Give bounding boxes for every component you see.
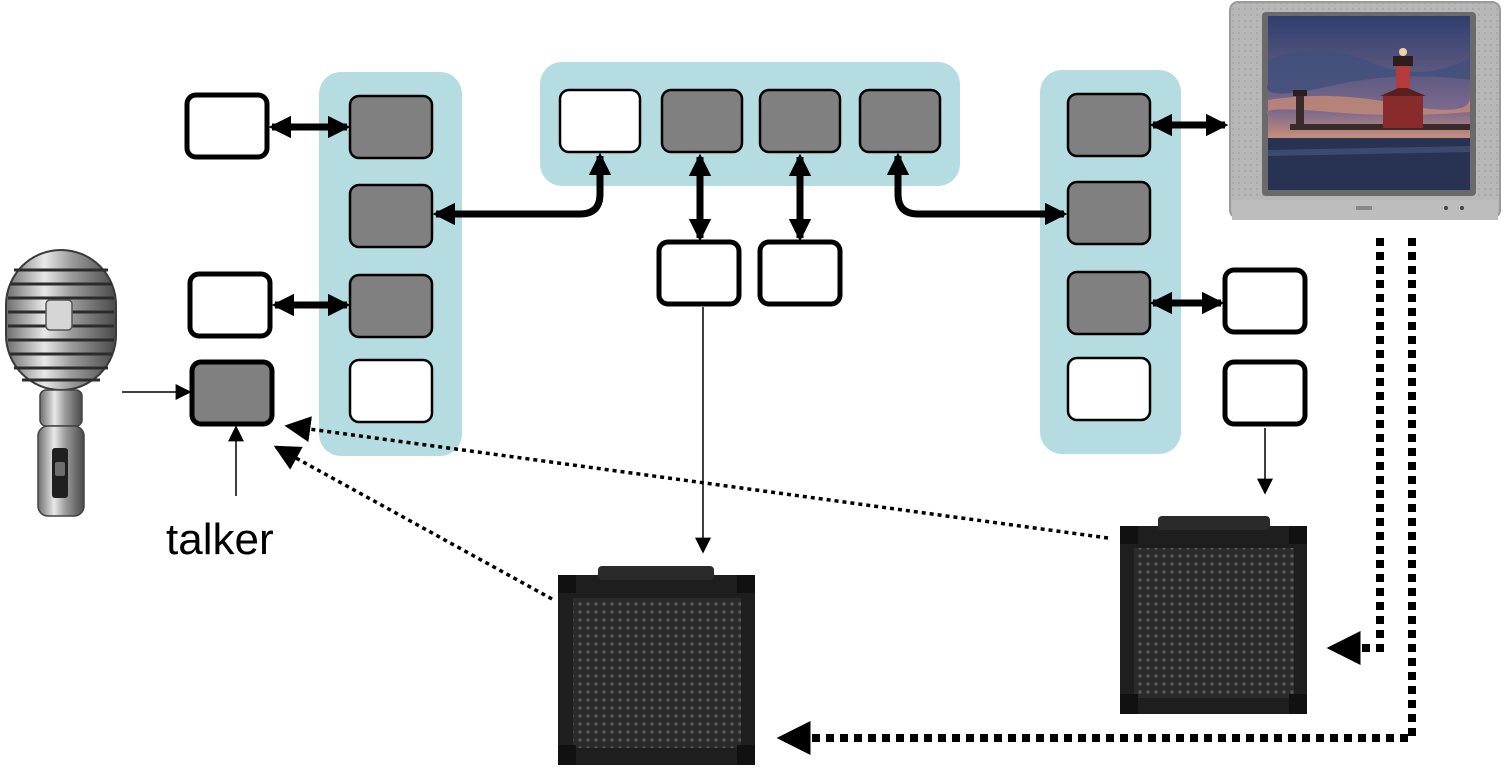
left-node-4 [348, 358, 434, 424]
external-node-mid-left [187, 271, 273, 339]
right-node-4 [1066, 356, 1152, 422]
talker-node [189, 359, 275, 427]
feedback-center-speaker-arrow [273, 445, 553, 601]
talker-label: talker [166, 515, 274, 564]
left-node-2 [348, 183, 434, 249]
speaker-icon [558, 566, 755, 765]
external-node-center-1 [656, 239, 742, 307]
right-node-1 [1066, 92, 1152, 158]
external-node-right-2 [1222, 359, 1308, 427]
top-node-2 [660, 88, 744, 154]
top-node-3 [758, 88, 842, 154]
speaker-icon [1120, 516, 1307, 714]
top-node-4 [858, 88, 942, 154]
left-node-1 [348, 94, 434, 160]
link-left-to-top [432, 152, 612, 226]
link-top-to-right [886, 152, 1068, 226]
top-node-1 [558, 88, 642, 154]
external-node-top-left [184, 92, 270, 160]
microphone-icon [5, 249, 117, 517]
tv-audio-route-1 [1326, 238, 1384, 665]
top-group-panel [540, 62, 960, 186]
left-node-3 [348, 273, 434, 339]
feedback-right-speaker-arrow [284, 416, 1109, 540]
right-node-3 [1066, 270, 1152, 336]
television-icon [1229, 1, 1501, 220]
external-node-right-1 [1222, 267, 1308, 335]
right-node-2 [1066, 180, 1152, 246]
external-node-center-2 [757, 239, 843, 307]
